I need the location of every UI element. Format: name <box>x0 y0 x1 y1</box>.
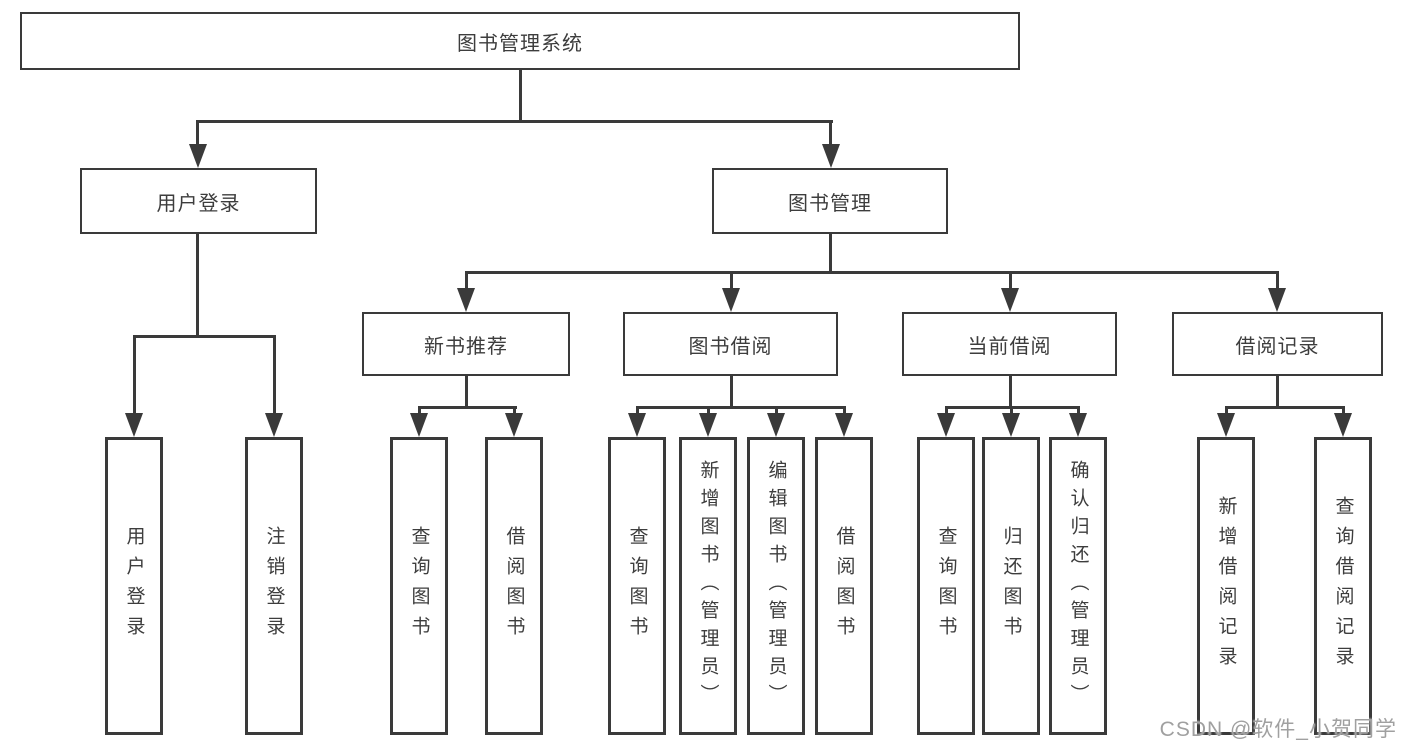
leaf-query-books-current-label: 查询图书 <box>935 526 957 646</box>
leaf-query-books-current: 查询图书 <box>917 437 975 735</box>
leaf-edit-book-admin: 编辑图书（管理员） <box>747 437 805 735</box>
connector-vline <box>513 406 516 417</box>
leaf-add-borrow-record-label: 新增借阅记录 <box>1215 496 1237 676</box>
node-borrow-records-label: 借阅记录 <box>1235 335 1320 358</box>
arrow-down-icon <box>722 288 740 312</box>
connector-vline <box>636 406 639 417</box>
connector-vline <box>418 406 421 417</box>
arrow-down-icon <box>457 288 475 312</box>
arrow-down-icon <box>628 413 646 437</box>
leaf-borrow-books-recommend-label: 借阅图书 <box>503 526 525 646</box>
connector-hline <box>465 271 1279 274</box>
leaf-borrow-books-recommend: 借阅图书 <box>485 437 543 735</box>
leaf-query-books-borrowing: 查询图书 <box>608 437 666 735</box>
node-book-borrowing-label: 图书借阅 <box>688 335 773 358</box>
leaf-edit-book-admin-label: 编辑图书（管理员） <box>765 460 787 712</box>
connector-vline <box>1077 406 1080 417</box>
leaf-borrow-books: 借阅图书 <box>815 437 873 735</box>
connector-vline <box>133 335 136 417</box>
arrow-down-icon <box>937 413 955 437</box>
node-book-borrowing: 图书借阅 <box>623 312 838 376</box>
arrow-down-icon <box>835 413 853 437</box>
leaf-query-books-borrowing-label: 查询图书 <box>626 526 648 646</box>
connector-vline <box>196 234 199 338</box>
leaf-borrow-books-label: 借阅图书 <box>833 526 855 646</box>
connector-vline <box>519 70 522 120</box>
arrow-down-icon <box>822 144 840 168</box>
leaf-return-books-label: 归还图书 <box>1000 526 1022 646</box>
node-root-label: 图书管理系统 <box>457 32 583 55</box>
connector-vline <box>945 406 948 417</box>
leaf-add-book-admin: 新增图书（管理员） <box>679 437 737 735</box>
node-new-book-recommend: 新书推荐 <box>362 312 570 376</box>
connector-hline <box>1225 406 1345 409</box>
connector-hline <box>196 120 833 123</box>
arrow-down-icon <box>505 413 523 437</box>
connector-vline <box>1225 406 1228 417</box>
connector-vline <box>273 335 276 417</box>
leaf-user-login-label: 用户登录 <box>123 526 145 646</box>
connector-hline <box>133 335 276 338</box>
node-root: 图书管理系统 <box>20 12 1020 70</box>
node-book-management: 图书管理 <box>712 168 948 234</box>
leaf-confirm-return-admin-label: 确认归还（管理员） <box>1067 460 1089 712</box>
leaf-query-books-recommend-label: 查询图书 <box>408 526 430 646</box>
leaf-confirm-return-admin: 确认归还（管理员） <box>1049 437 1107 735</box>
leaf-logout: 注销登录 <box>245 437 303 735</box>
arrow-down-icon <box>125 413 143 437</box>
node-user-login: 用户登录 <box>80 168 317 234</box>
connector-vline <box>1009 376 1012 408</box>
node-user-login-label: 用户登录 <box>156 192 241 215</box>
connector-vline <box>730 376 733 408</box>
connector-vline <box>1342 406 1345 417</box>
watermark: CSDN @软件_小贺同学 <box>1159 718 1397 741</box>
connector-hline <box>418 406 517 409</box>
connector-vline <box>1276 376 1279 408</box>
connector-hline <box>636 406 846 409</box>
connector-vline <box>829 120 832 148</box>
arrow-down-icon <box>265 413 283 437</box>
arrow-down-icon <box>1268 288 1286 312</box>
leaf-add-borrow-record: 新增借阅记录 <box>1197 437 1255 735</box>
arrow-down-icon <box>1069 413 1087 437</box>
connector-vline <box>1010 406 1013 417</box>
leaf-logout-label: 注销登录 <box>263 526 285 646</box>
connector-vline <box>829 234 832 274</box>
connector-vline <box>196 120 199 148</box>
connector-vline <box>1276 271 1279 293</box>
arrow-down-icon <box>189 144 207 168</box>
connector-vline <box>707 406 710 417</box>
arrow-down-icon <box>699 413 717 437</box>
leaf-query-borrow-record: 查询借阅记录 <box>1314 437 1372 735</box>
leaf-user-login: 用户登录 <box>105 437 163 735</box>
leaf-query-books-recommend: 查询图书 <box>390 437 448 735</box>
arrow-down-icon <box>1001 288 1019 312</box>
connector-vline <box>465 271 468 293</box>
arrow-down-icon <box>767 413 785 437</box>
connector-vline <box>730 271 733 293</box>
connector-vline <box>775 406 778 417</box>
connector-vline <box>843 406 846 417</box>
arrow-down-icon <box>1334 413 1352 437</box>
node-new-book-recommend-label: 新书推荐 <box>424 335 508 358</box>
arrow-down-icon <box>1002 413 1020 437</box>
leaf-return-books: 归还图书 <box>982 437 1040 735</box>
leaf-query-borrow-record-label: 查询借阅记录 <box>1332 496 1354 676</box>
leaf-add-book-admin-label: 新增图书（管理员） <box>697 460 719 712</box>
node-borrow-records: 借阅记录 <box>1172 312 1383 376</box>
node-current-borrowing-label: 当前借阅 <box>967 335 1052 358</box>
node-current-borrowing: 当前借阅 <box>902 312 1117 376</box>
connector-vline <box>1009 271 1012 293</box>
node-book-management-label: 图书管理 <box>788 192 872 215</box>
connector-vline <box>465 376 468 408</box>
arrow-down-icon <box>410 413 428 437</box>
arrow-down-icon <box>1217 413 1235 437</box>
